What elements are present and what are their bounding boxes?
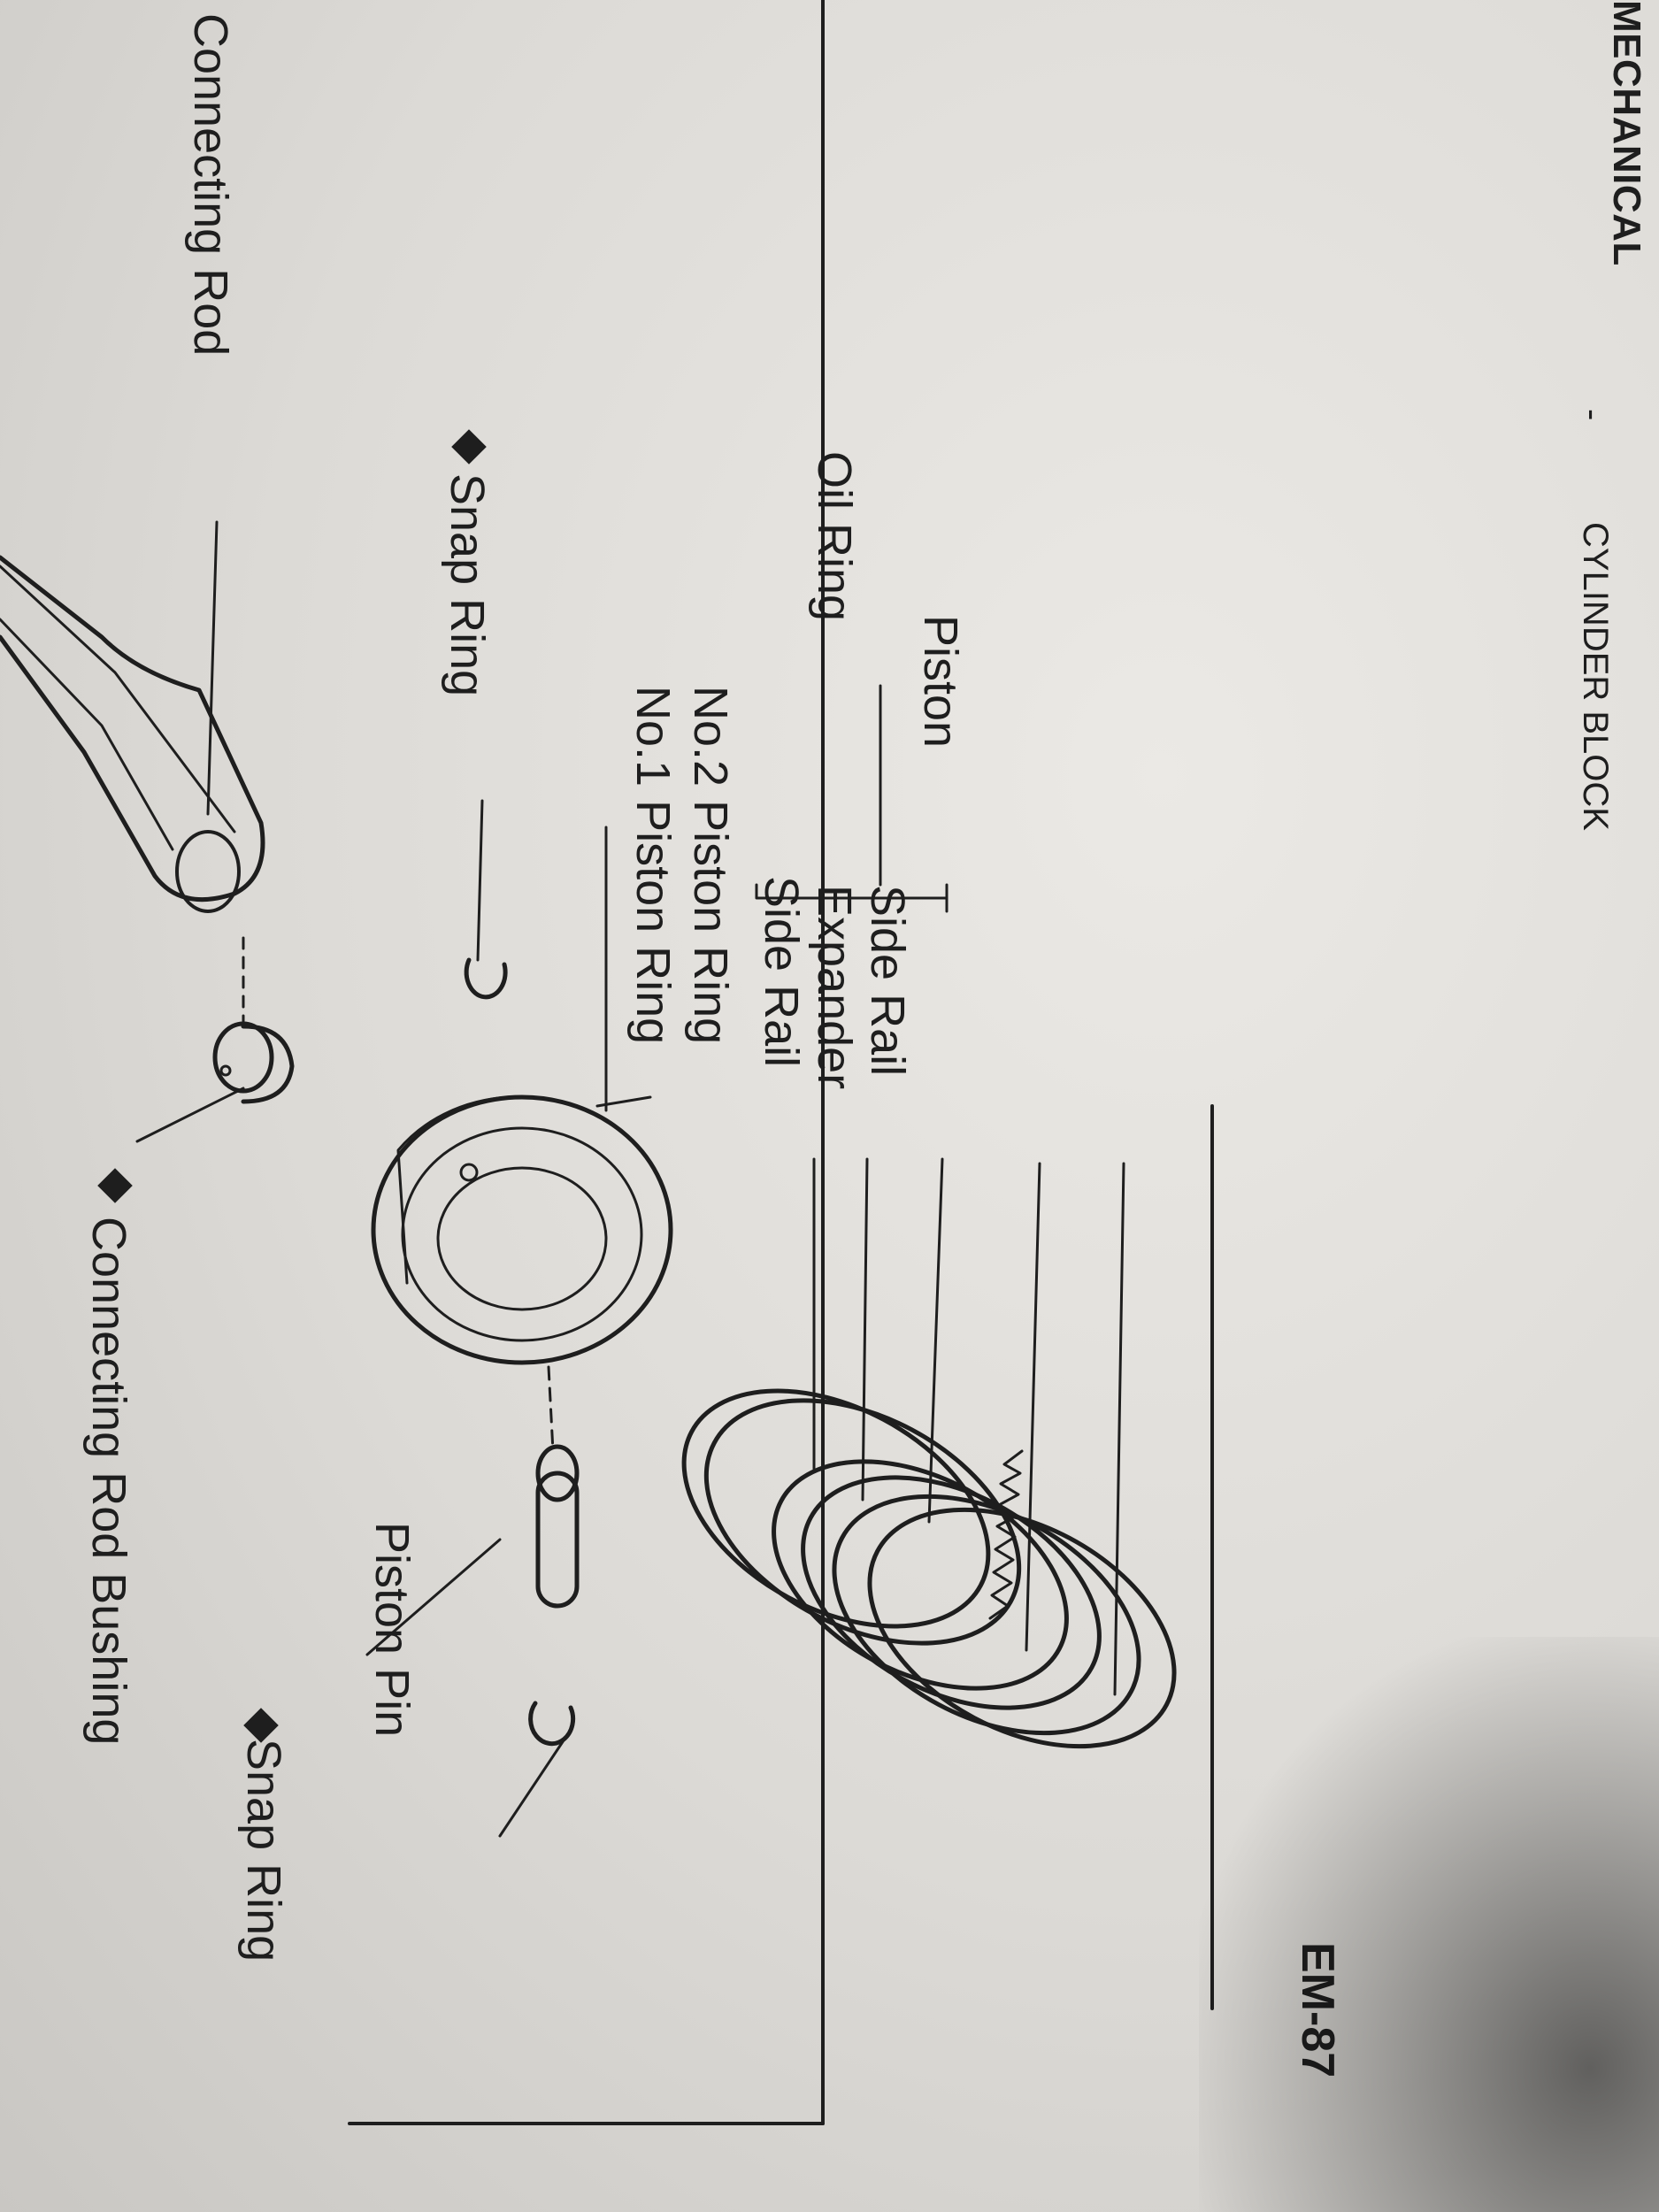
label-snap-ring-right: Snap Ring — [237, 1739, 290, 1962]
oil-ring-bracket-main — [755, 883, 949, 900]
diamond-bullet-icon — [97, 1168, 133, 1203]
snap-ring-left — [464, 957, 508, 1000]
label-side-rail-bottom: Side Rail — [861, 885, 914, 1077]
label-expander: Expander — [808, 885, 861, 1090]
connecting-rod — [0, 555, 265, 913]
label-side-rail-top: Side Rail — [755, 876, 808, 1068]
snap-ring-left-leader — [476, 799, 484, 962]
snap-ring-right — [528, 1701, 576, 1747]
piston — [371, 1094, 673, 1365]
bushing-leader — [135, 1087, 245, 1143]
snap-ring-right-leader — [498, 1728, 572, 1838]
pin-leader — [365, 1538, 502, 1656]
diamond-bullet-icon — [243, 1708, 279, 1743]
expander-leader — [861, 1157, 869, 1502]
label-piston: Piston — [914, 615, 967, 749]
connecting-rod-leader — [206, 520, 219, 816]
label-snap-ring-left: Snap Ring — [441, 473, 494, 697]
connecting-rod-bushing — [212, 936, 295, 1104]
no1-ring-leader — [1113, 1162, 1125, 1696]
expander — [988, 1449, 1024, 1620]
side-rail-top-leader — [927, 1157, 944, 1524]
label-connecting-rod-bushing: Connecting Rod Bushing — [82, 1217, 135, 1746]
diamond-bullet-icon — [451, 429, 487, 465]
piston-pin — [535, 1365, 580, 1609]
label-piston-pin: Piston Pin — [365, 1522, 419, 1738]
label-connecting-rod: Connecting Rod — [184, 13, 237, 357]
label-oil-ring: Oil Ring — [808, 451, 861, 622]
piston-rings — [681, 1388, 1177, 1749]
label-no1-piston-ring: No.1 Piston Ring — [626, 686, 680, 1045]
no2-ring-leader — [1025, 1162, 1041, 1652]
label-no2-piston-ring: No.2 Piston Ring — [684, 686, 737, 1045]
oil-side-rail — [703, 1398, 1022, 1646]
